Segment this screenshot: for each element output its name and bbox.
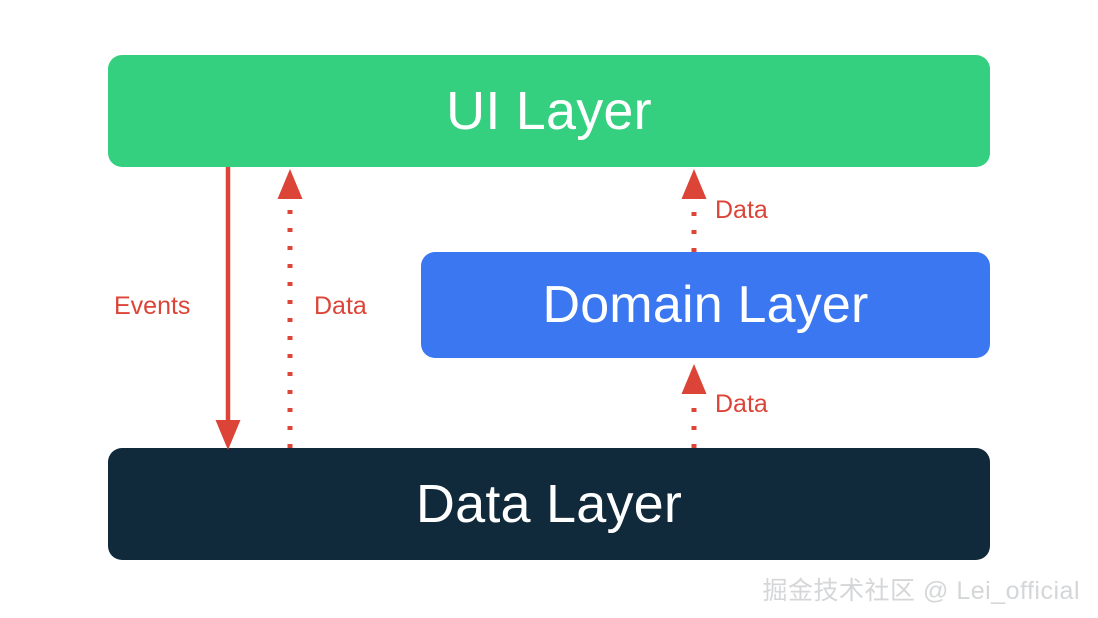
connector-label-data-domain-to-ui: Data (715, 196, 768, 224)
connector-data-to-domain-up (681, 364, 707, 448)
connector-events-down (215, 167, 241, 450)
connector-data-to-ui-up (277, 169, 303, 448)
ui-layer-label: UI Layer (446, 81, 652, 141)
connector-domain-to-ui-up (681, 169, 707, 252)
watermark-text: 掘金技术社区 @ Lei_official (762, 577, 1080, 605)
data-layer-box: Data Layer (108, 448, 990, 560)
connector-label-events: Events (114, 292, 191, 320)
ui-layer-box: UI Layer (108, 55, 990, 167)
domain-layer-box: Domain Layer (421, 252, 990, 358)
data-layer-label: Data Layer (415, 474, 683, 534)
connector-label-data-to-domain: Data (715, 390, 768, 418)
domain-layer-label: Domain Layer (542, 276, 869, 334)
connector-label-data-to-ui: Data (314, 292, 367, 320)
